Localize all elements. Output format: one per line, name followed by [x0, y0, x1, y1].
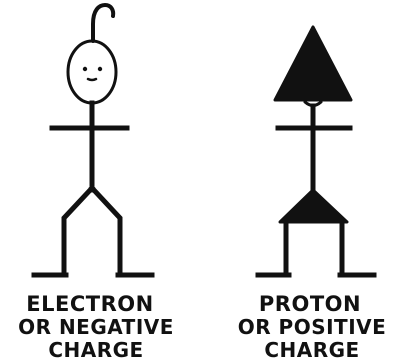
electron-left-leg	[64, 188, 92, 275]
proton-figure	[258, 27, 374, 275]
electron-left-eye	[83, 67, 87, 71]
electron-figure	[34, 5, 152, 275]
proton-triangle-skirt	[280, 190, 347, 222]
electron-right-eye	[98, 67, 102, 71]
electron-caption-line-2: OR NEGATIVE	[18, 315, 174, 339]
proton-caption-line-2: OR POSITIVE	[238, 315, 387, 339]
proton-caption-line-3: CHARGE	[264, 338, 359, 361]
electron-head	[68, 41, 116, 103]
proton-caption-line-1: PROTON	[259, 292, 361, 316]
electron-right-leg	[92, 188, 120, 275]
proton-caption: PROTON OR POSITIVE CHARGE	[238, 292, 387, 361]
electron-mouth	[88, 79, 96, 80]
proton-triangle-head	[275, 27, 351, 100]
electron-caption: ELECTRON OR NEGATIVE CHARGE	[18, 292, 174, 361]
electron-caption-line-1: ELECTRON	[26, 292, 153, 316]
electron-caption-line-3: CHARGE	[48, 338, 143, 361]
electron-hair-curl	[93, 5, 113, 41]
